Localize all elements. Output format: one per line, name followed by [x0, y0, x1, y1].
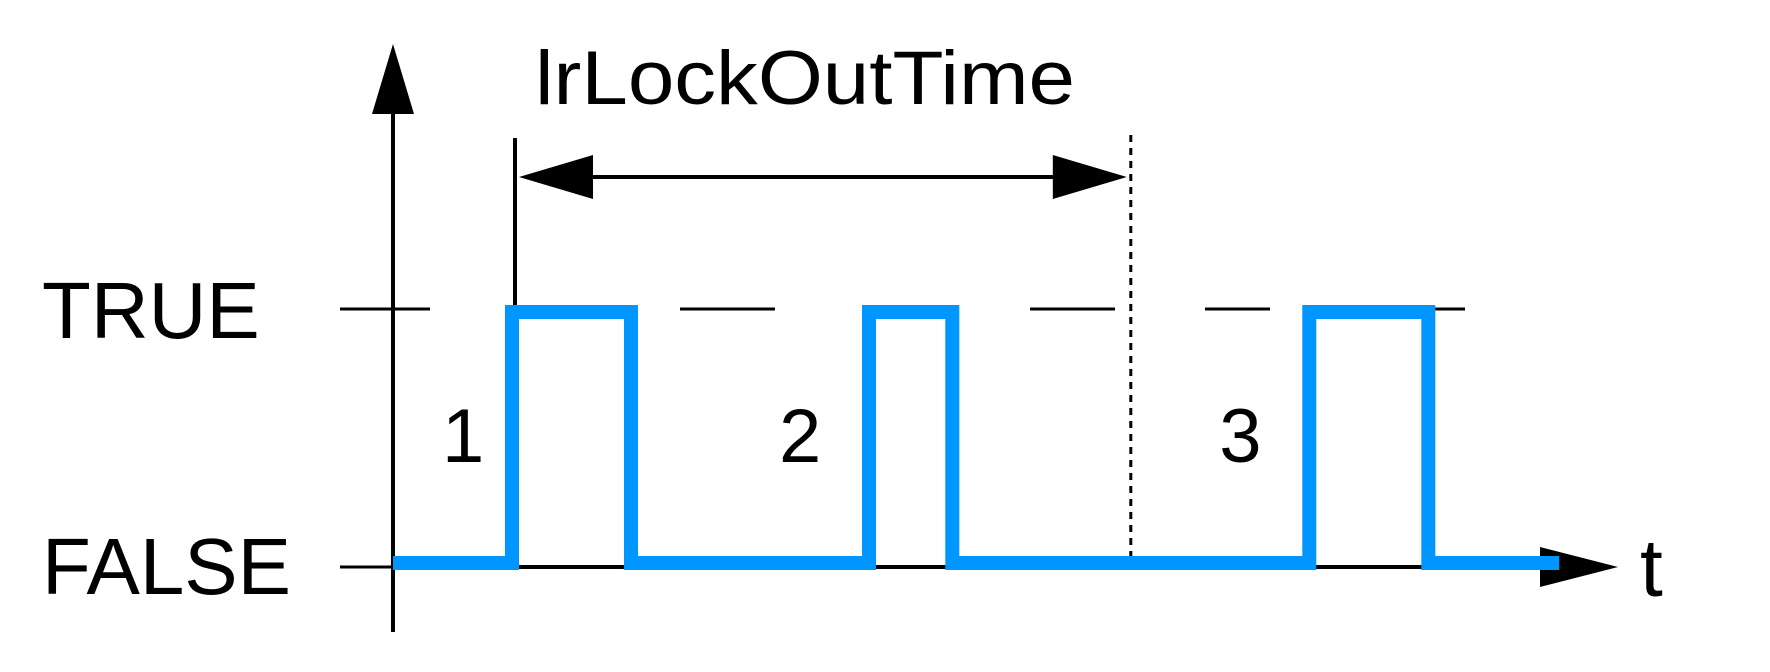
pulse-labels: 1 2 3 — [442, 394, 1262, 479]
x-axis-arrow — [1540, 547, 1618, 587]
y-axis-arrow — [372, 44, 414, 114]
signal-trace — [393, 305, 1560, 570]
pulse-label-2: 2 — [779, 394, 821, 479]
lockout-duration-arrow-left — [519, 155, 593, 199]
lockout-time-label: lrLockOutTime — [535, 36, 1075, 121]
pulse-label-1: 1 — [442, 394, 484, 479]
true-level-label: TRUE — [42, 266, 260, 355]
pulse-label-3: 3 — [1219, 394, 1261, 479]
false-level-label: FALSE — [42, 522, 291, 611]
time-axis-label: t — [1640, 523, 1663, 614]
lockout-duration-arrow-right — [1052, 155, 1127, 199]
